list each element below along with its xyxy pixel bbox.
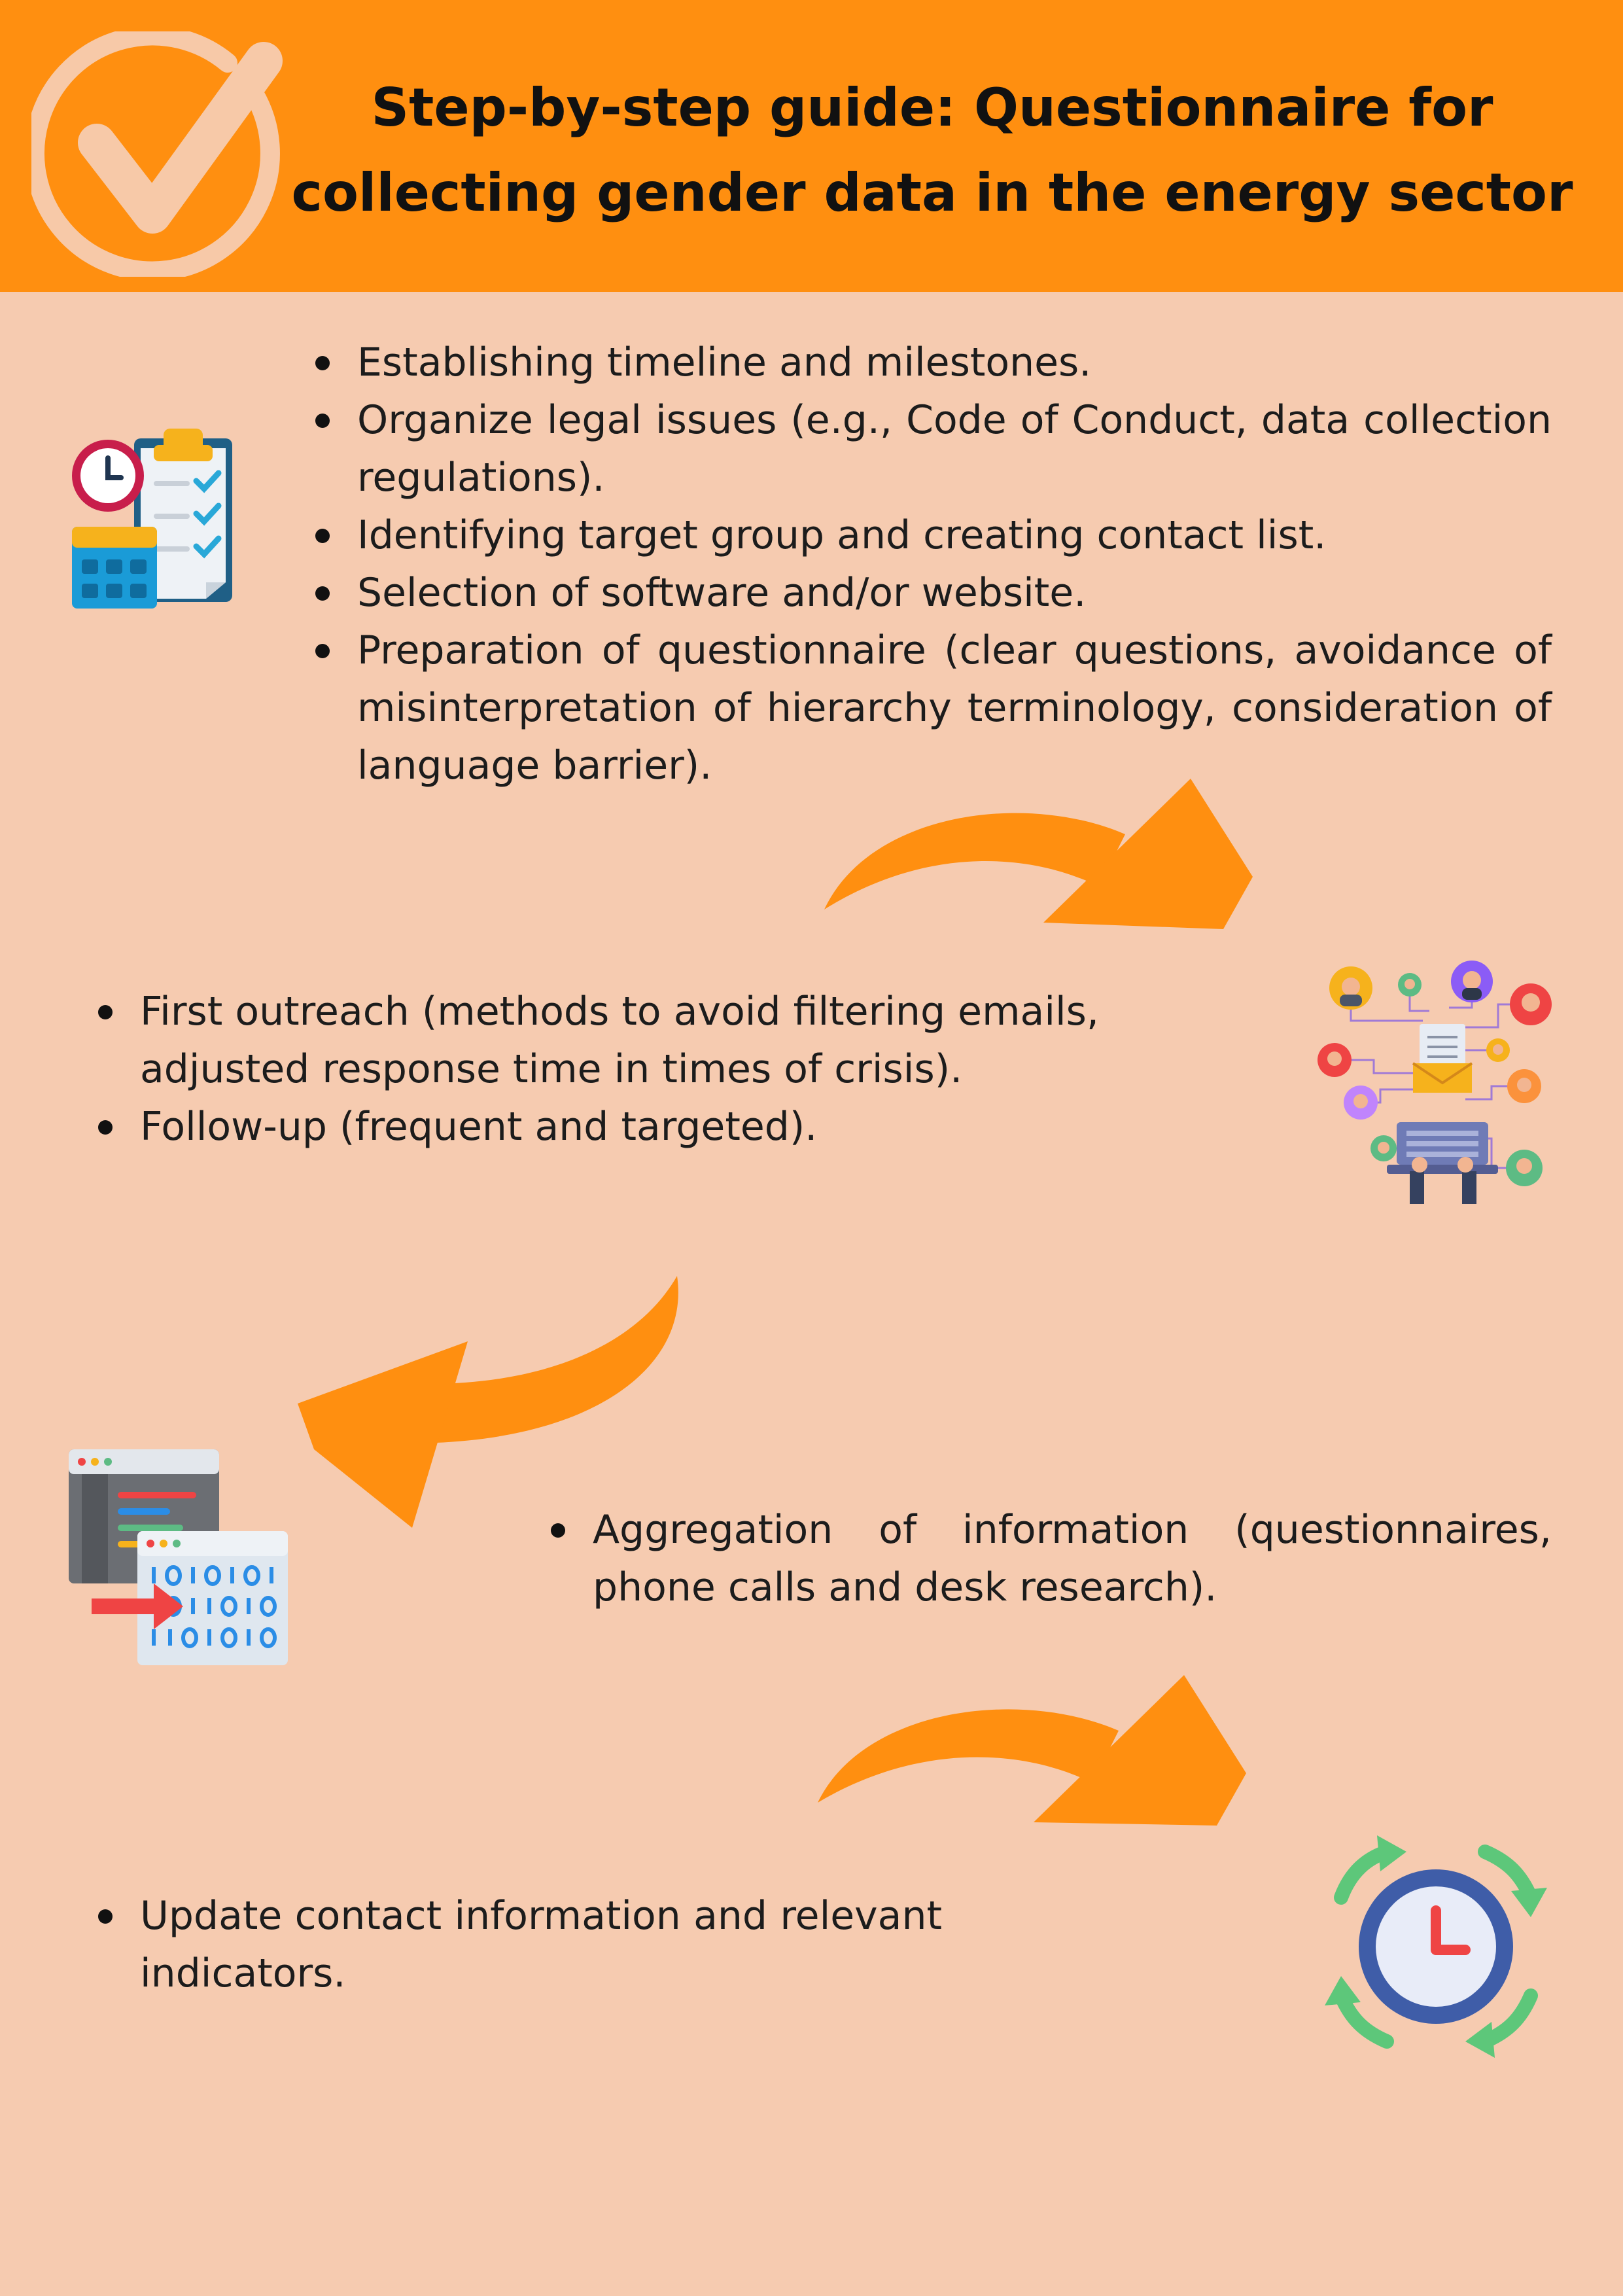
step-4-item-1: Update contact information and relevant … — [92, 1887, 942, 2002]
step-1-item-2: Organize legal issues (e.g., Code of Con… — [309, 391, 1552, 506]
page-title: Step-by-step guide: Questionnaire for co… — [288, 65, 1577, 236]
clock-update-cycle-icon — [1325, 1835, 1547, 2058]
step-2-list: First outreach (methods to avoid filteri… — [92, 983, 1099, 1156]
checkmark-circle-icon — [31, 31, 283, 277]
step-1-item-5: Preparation of questionnaire (clear ques… — [309, 622, 1552, 794]
flow-arrow-left-icon — [298, 1276, 678, 1528]
planning-clipboard-calendar-icon — [72, 429, 232, 609]
step-2-item-1: First outreach (methods to avoid filteri… — [92, 983, 1099, 1098]
step-3-list: Aggregation of information (questionnair… — [544, 1501, 1552, 1616]
header-banner: Step-by-step guide: Questionnaire for co… — [0, 0, 1623, 292]
step-3-item-1: Aggregation of information (questionnair… — [544, 1501, 1552, 1616]
page-title-line-2: collecting gender data in the energy sec… — [291, 162, 1573, 223]
email-outreach-network-icon — [1318, 961, 1552, 1204]
step-1-item-3: Identifying target group and creating co… — [309, 506, 1552, 564]
flow-arrow-right-icon — [824, 779, 1253, 929]
step-2-item-2: Follow-up (frequent and targeted). — [92, 1098, 1099, 1156]
flow-arrow-right-icon — [818, 1675, 1246, 1826]
page-title-line-1: Step-by-step guide: Questionnaire for — [371, 77, 1493, 138]
step-1-list: Establishing timeline and milestones. Or… — [309, 334, 1552, 794]
data-transfer-windows-icon — [69, 1449, 288, 1665]
step-1-item-4: Selection of software and/or website. — [309, 564, 1552, 622]
step-1-item-1: Establishing timeline and milestones. — [309, 334, 1552, 391]
step-4-list: Update contact information and relevant … — [92, 1887, 942, 2002]
